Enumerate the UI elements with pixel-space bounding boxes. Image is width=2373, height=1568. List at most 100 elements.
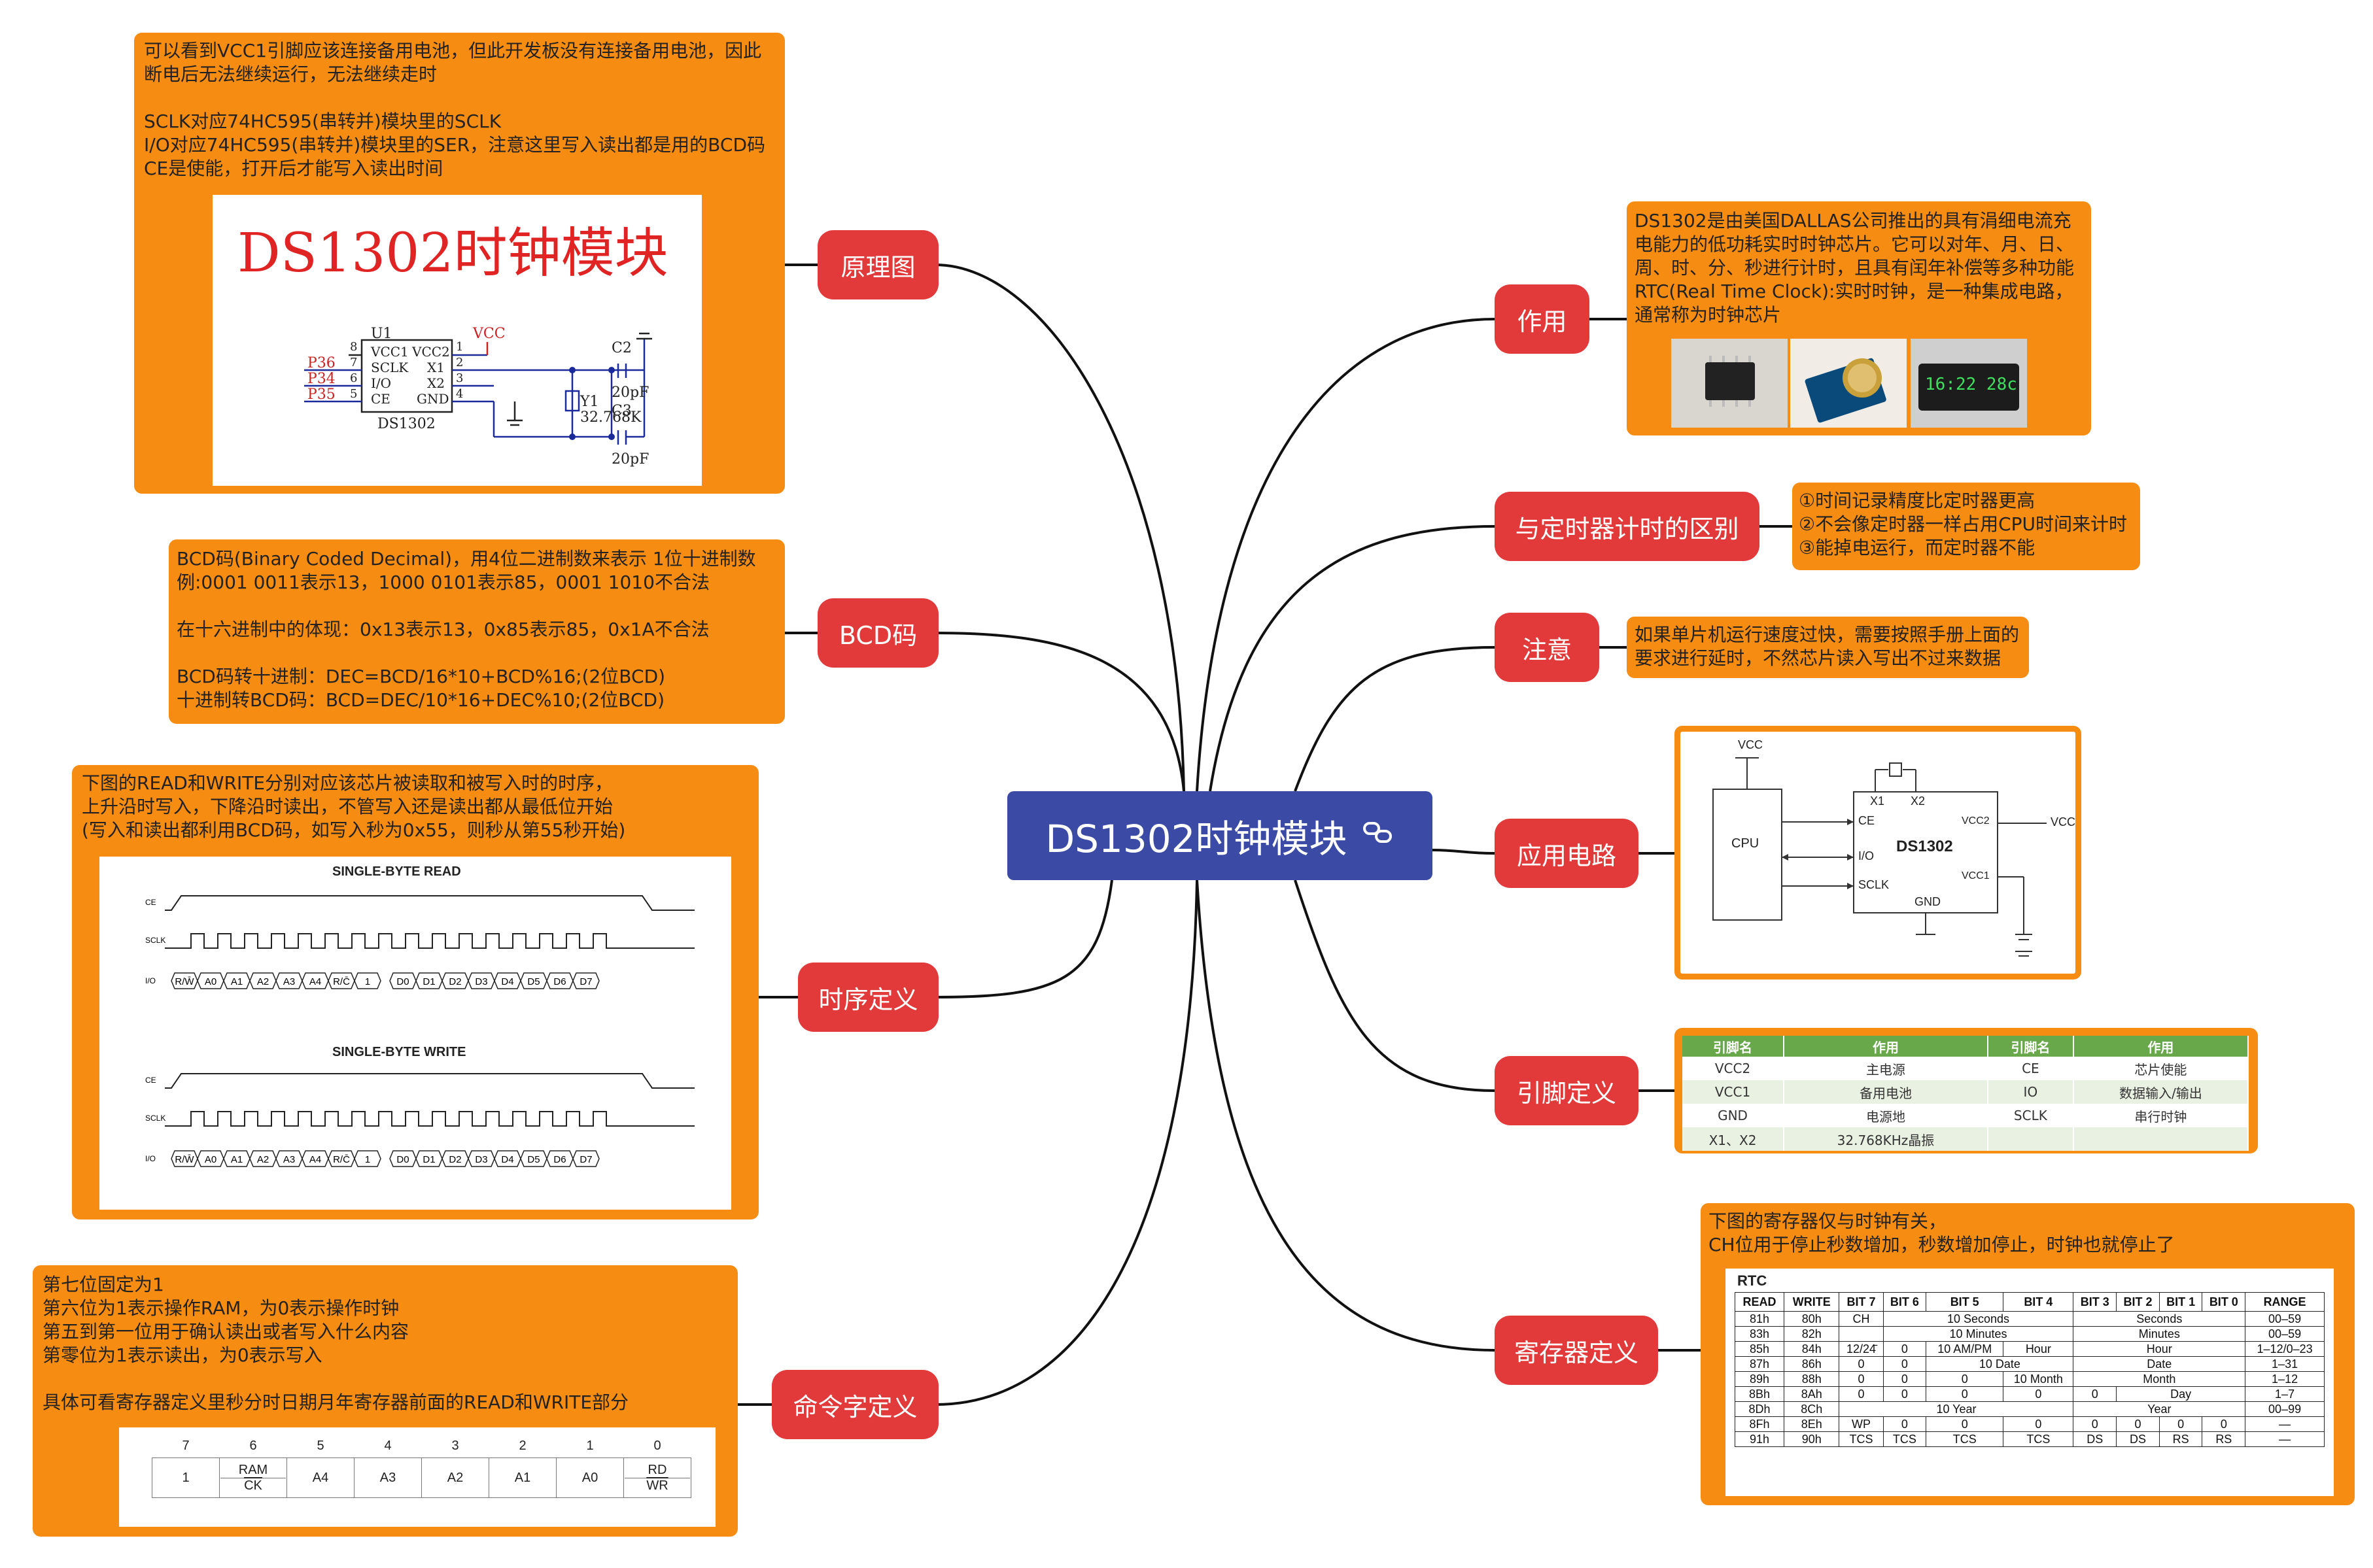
bit-cell-7: 1 bbox=[152, 1457, 220, 1498]
write-signal-label: I/O bbox=[145, 1154, 156, 1163]
branch-pins[interactable]: 引脚定义 bbox=[1495, 1056, 1638, 1125]
central-topic[interactable]: DS1302时钟模块 bbox=[1007, 791, 1432, 880]
register-bit5: TCS bbox=[1926, 1431, 2004, 1447]
branch-circuit[interactable]: 应用电路 bbox=[1495, 819, 1638, 888]
table-cell: 主电源 bbox=[1784, 1057, 1988, 1080]
note-command: 第七位固定为1 第六位为1表示操作RAM，为0表示操作时钟 第五到第一位用于确认… bbox=[33, 1265, 738, 1537]
register-range: 00–99 bbox=[2245, 1401, 2325, 1417]
write-io-bit-label: D0 bbox=[396, 1154, 409, 1165]
table-row: GND 电源地 SCLK 串行时钟 bbox=[1682, 1104, 2249, 1127]
pin-table-header: 作用 bbox=[2073, 1036, 2249, 1057]
register-write-addr: 88h bbox=[1784, 1371, 1840, 1387]
pin-num-3: 3 bbox=[456, 371, 464, 385]
register-bit5: 0 bbox=[1926, 1386, 2004, 1402]
connector-pins bbox=[1294, 879, 1495, 1092]
pin-num-6: 6 bbox=[350, 371, 358, 385]
register-bit5: 0 bbox=[1926, 1371, 2004, 1387]
note-registers: 下图的寄存器仅与时钟有关， CH位用于停止秒数增加，秒数增加停止，时钟也就停止了… bbox=[1701, 1203, 2355, 1505]
net-p35: P35 bbox=[307, 386, 336, 403]
note-bcd: BCD码(Binary Coded Decimal)，用4位二进制数来表示 1位… bbox=[169, 539, 785, 724]
branch-vs-timer[interactable]: 与定时器计时的区别 bbox=[1495, 492, 1759, 561]
schematic-image: DS1302时钟模块 bbox=[213, 195, 702, 486]
register-low-field: Seconds bbox=[2073, 1311, 2246, 1327]
register-bit0: 0 bbox=[2202, 1416, 2246, 1432]
read-ce-wave bbox=[165, 895, 695, 911]
bit-number: 0 bbox=[653, 1438, 661, 1453]
register-range: 00–59 bbox=[2245, 1311, 2325, 1327]
branch-bcd[interactable]: BCD码 bbox=[818, 598, 939, 668]
table-cell: X1、X2 bbox=[1682, 1127, 1785, 1151]
branch-purpose[interactable]: 作用 bbox=[1495, 284, 1589, 354]
chip-pin-x1: X1 bbox=[427, 360, 445, 375]
branch-purpose-label: 作用 bbox=[1517, 307, 1567, 336]
note-timing-text: 下图的READ和WRITE分别对应该芯片被读取和被写入时的时序， 上升沿时写入，… bbox=[82, 772, 626, 841]
circuit-gnd: GND bbox=[1914, 895, 1941, 908]
register-read-addr: 8Fh bbox=[1734, 1416, 1785, 1432]
read-io-bit-label: D3 bbox=[475, 976, 487, 987]
write-io-bit-label: D1 bbox=[423, 1154, 435, 1165]
link-icon[interactable] bbox=[1362, 819, 1394, 853]
register-range: 1–12 bbox=[2245, 1371, 2325, 1387]
branch-timing[interactable]: 时序定义 bbox=[798, 963, 939, 1032]
branch-command-label: 命令字定义 bbox=[793, 1392, 918, 1422]
branch-registers[interactable]: 寄存器定义 bbox=[1495, 1316, 1658, 1385]
circuit-x1: X1 bbox=[1870, 794, 1885, 808]
connector-bcd bbox=[935, 632, 1185, 792]
write-io-bit-label: D7 bbox=[580, 1154, 592, 1165]
read-title: SINGLE-BYTE READ bbox=[332, 864, 461, 879]
connector-registers bbox=[1196, 879, 1495, 1352]
table-cell: 备用电池 bbox=[1784, 1080, 1988, 1104]
register-header: BIT 3 bbox=[2073, 1292, 2117, 1312]
register-read-addr: 8Dh bbox=[1734, 1401, 1785, 1417]
cap-c2-value: 20pF bbox=[612, 384, 650, 401]
chip-pin-vcc2: VCC2 bbox=[412, 344, 450, 360]
bit-number: 2 bbox=[519, 1438, 527, 1453]
read-io-bit-label: D7 bbox=[580, 976, 592, 987]
bit-cell-4: A3 bbox=[354, 1457, 422, 1498]
register-range: 1–7 bbox=[2245, 1386, 2325, 1402]
register-read-addr: 89h bbox=[1734, 1371, 1785, 1387]
table-cell: 串行时钟 bbox=[2073, 1104, 2249, 1127]
register-header: BIT 6 bbox=[1882, 1292, 1927, 1312]
bit-cell-0-lower: WR bbox=[646, 1478, 668, 1493]
register-table-title: RTC bbox=[1737, 1272, 1767, 1289]
schematic-drawing bbox=[304, 332, 652, 445]
register-header: BIT 5 bbox=[1926, 1292, 2004, 1312]
bit-number: 4 bbox=[384, 1438, 392, 1453]
read-io-bit-label: A2 bbox=[257, 976, 269, 987]
note-registers-text: 下图的寄存器仅与时钟有关， CH位用于停止秒数增加，秒数增加停止，时钟也就停止了 bbox=[1708, 1210, 2175, 1255]
write-io-bit-label: A0 bbox=[205, 1154, 217, 1165]
read-io-bit-label: A0 bbox=[205, 976, 217, 987]
branch-command[interactable]: 命令字定义 bbox=[772, 1370, 939, 1439]
pin-num-8: 8 bbox=[350, 340, 358, 354]
register-read-addr: 83h bbox=[1734, 1326, 1785, 1342]
schematic-image-title: DS1302时钟模块 bbox=[237, 222, 668, 284]
register-header: BIT 0 bbox=[2202, 1292, 2246, 1312]
register-bit7: 0 bbox=[1839, 1386, 1884, 1402]
branch-schematic[interactable]: 原理图 bbox=[818, 230, 939, 299]
bit-number: 6 bbox=[249, 1438, 257, 1453]
pin-num-1: 1 bbox=[456, 340, 464, 354]
write-io-bit-label: D3 bbox=[475, 1154, 487, 1165]
write-io-bit-label: A1 bbox=[231, 1154, 243, 1165]
pin-table: 引脚名 作用 引脚名 作用 VCC2 主电源 CE 芯片使能 VCC1 备用电池… bbox=[1682, 1036, 2249, 1151]
table-row: VCC2 主电源 CE 芯片使能 bbox=[1682, 1057, 2249, 1080]
bit-cell-0-upper: RD bbox=[625, 1463, 690, 1478]
register-write-addr: 80h bbox=[1784, 1311, 1840, 1327]
bit-cell-3: A2 bbox=[421, 1457, 489, 1498]
register-bit2: 0 bbox=[2116, 1416, 2160, 1432]
register-range: — bbox=[2245, 1416, 2325, 1432]
register-bit7: TCS bbox=[1839, 1431, 1884, 1447]
pin-num-4: 4 bbox=[456, 387, 464, 401]
pin-table-header: 引脚名 bbox=[1682, 1036, 1785, 1057]
register-low-field: Month bbox=[2073, 1371, 2246, 1387]
chip-pin-sclk: SCLK bbox=[371, 360, 409, 375]
branch-attention[interactable]: 注意 bbox=[1495, 613, 1599, 682]
circuit-vcc1: VCC1 bbox=[1962, 870, 1990, 881]
